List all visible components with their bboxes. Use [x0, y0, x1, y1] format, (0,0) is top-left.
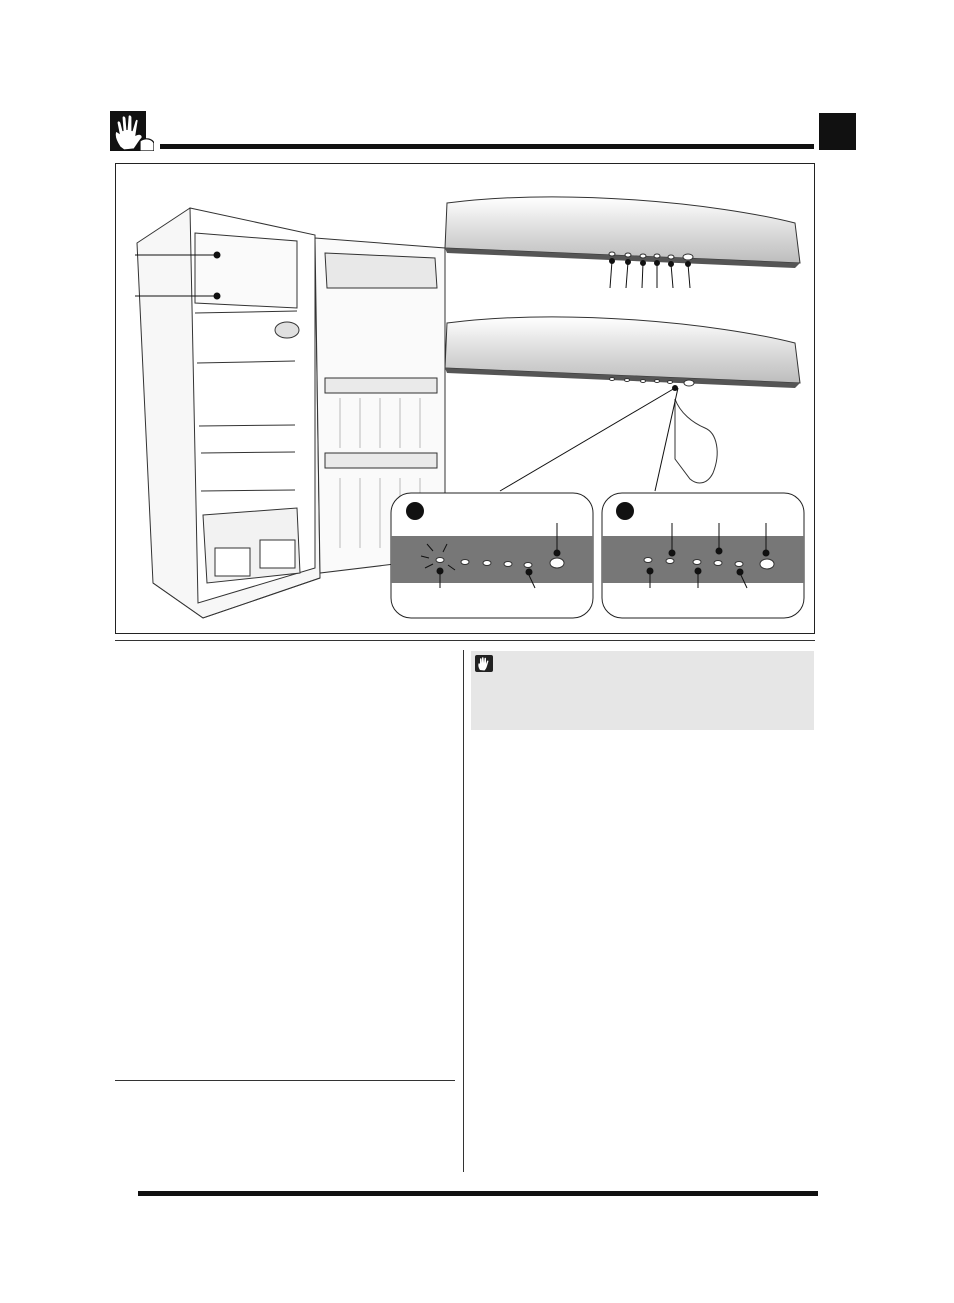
callout-a — [390, 492, 594, 619]
hand-icon — [475, 655, 493, 672]
figure-bottom-rule — [115, 640, 815, 641]
fridge-body — [136, 207, 321, 619]
note-box — [471, 651, 814, 730]
hand-icon — [110, 111, 155, 152]
control-panel-lower — [444, 316, 801, 492]
figure-frame — [115, 163, 815, 634]
control-panel-upper — [444, 196, 801, 289]
left-column-rule — [115, 1080, 455, 1081]
header-rule — [160, 144, 814, 149]
footer-rule — [138, 1191, 818, 1196]
page-tab-marker — [819, 113, 856, 150]
fridge-illustration — [135, 196, 805, 619]
fridge-door — [314, 237, 446, 574]
callout-b — [601, 492, 805, 619]
left-callouts — [135, 251, 221, 300]
column-divider — [463, 650, 464, 1172]
